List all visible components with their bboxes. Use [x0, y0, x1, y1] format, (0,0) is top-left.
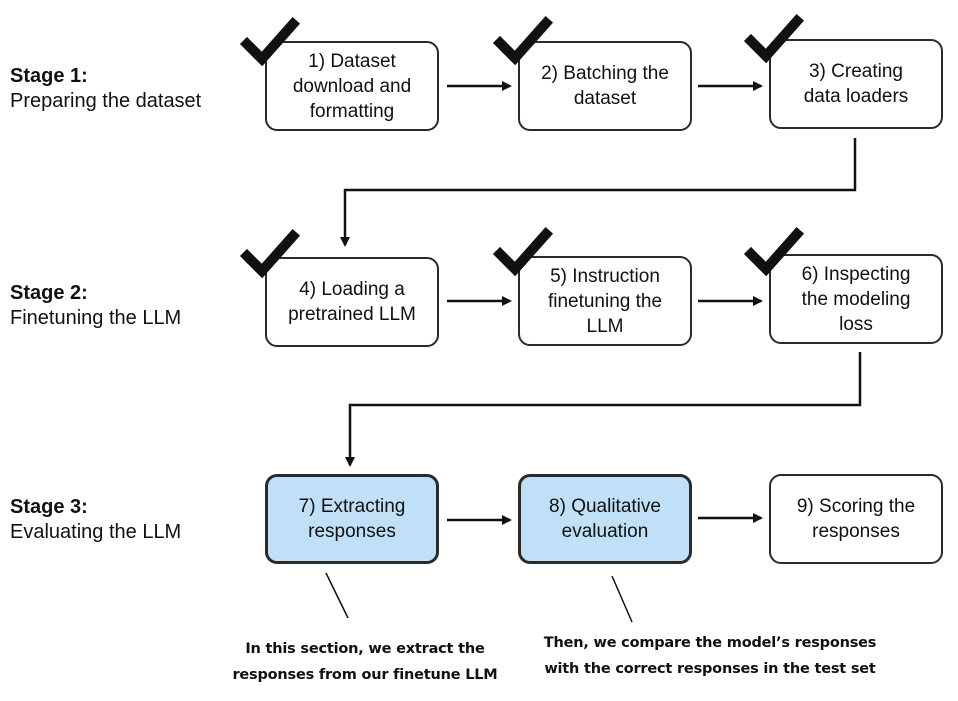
- checkmark-icon: [239, 228, 301, 279]
- step-3-label: 3) Creating data loaders: [803, 61, 909, 107]
- step-5-box: 5) Instruction finetuning the LLM: [518, 256, 692, 346]
- checkmark-icon: [492, 15, 554, 66]
- step-6-label: 6) Inspecting the modeling loss: [801, 263, 911, 335]
- annotation-compare-responses: Then, we compare the model’s responses w…: [543, 635, 877, 677]
- checkmark-icon: [492, 226, 554, 277]
- stage-2-label: Stage 2: Finetuning the LLM: [10, 281, 181, 331]
- stage-2-description: Finetuning the LLM: [10, 307, 182, 329]
- step-1-box: 1) Dataset download and formatting: [265, 41, 439, 131]
- step-8-box: 8) Qualitative evaluation: [518, 474, 692, 564]
- stage-3-title: Stage 3:: [10, 496, 88, 518]
- pointer-step7: [325, 572, 349, 619]
- step-3-box: 3) Creating data loaders: [769, 39, 943, 129]
- stage-1-title: Stage 1:: [10, 65, 88, 87]
- stage-2-title: Stage 2:: [10, 282, 88, 304]
- step-4-label: 4) Loading a pretrained LLM: [288, 279, 416, 325]
- checkmark-icon: [743, 226, 805, 277]
- stage-1-label: Stage 1: Preparing the dataset: [10, 64, 201, 114]
- step-5-label: 5) Instruction finetuning the LLM: [547, 265, 663, 337]
- step-4-box: 4) Loading a pretrained LLM: [265, 257, 439, 347]
- arrow-step3-to-step4: [340, 138, 857, 247]
- step-7-box: 7) Extracting responses: [265, 474, 439, 564]
- checkmark-icon: [239, 16, 301, 67]
- step-2-label: 2) Batching the dataset: [541, 63, 669, 109]
- step-1-label: 1) Dataset download and formatting: [292, 50, 412, 122]
- step-9-box: 9) Scoring the responses: [769, 474, 943, 564]
- arrow-step6-to-step7: [345, 352, 862, 467]
- pointer-step8: [611, 575, 633, 623]
- stage-3-description: Evaluating the LLM: [10, 521, 182, 543]
- step-7-label: 7) Extracting responses: [298, 496, 406, 542]
- checkmark-icon: [743, 13, 805, 64]
- stage-3-label: Stage 3: Evaluating the LLM: [10, 495, 181, 545]
- annotation-extract-responses: In this section, we extract the response…: [232, 641, 498, 683]
- stage-1-description: Preparing the dataset: [10, 90, 202, 112]
- step-2-box: 2) Batching the dataset: [518, 41, 692, 131]
- step-8-label: 8) Qualitative evaluation: [549, 496, 661, 542]
- step-9-label: 9) Scoring the responses: [796, 496, 916, 542]
- step-6-box: 6) Inspecting the modeling loss: [769, 254, 943, 344]
